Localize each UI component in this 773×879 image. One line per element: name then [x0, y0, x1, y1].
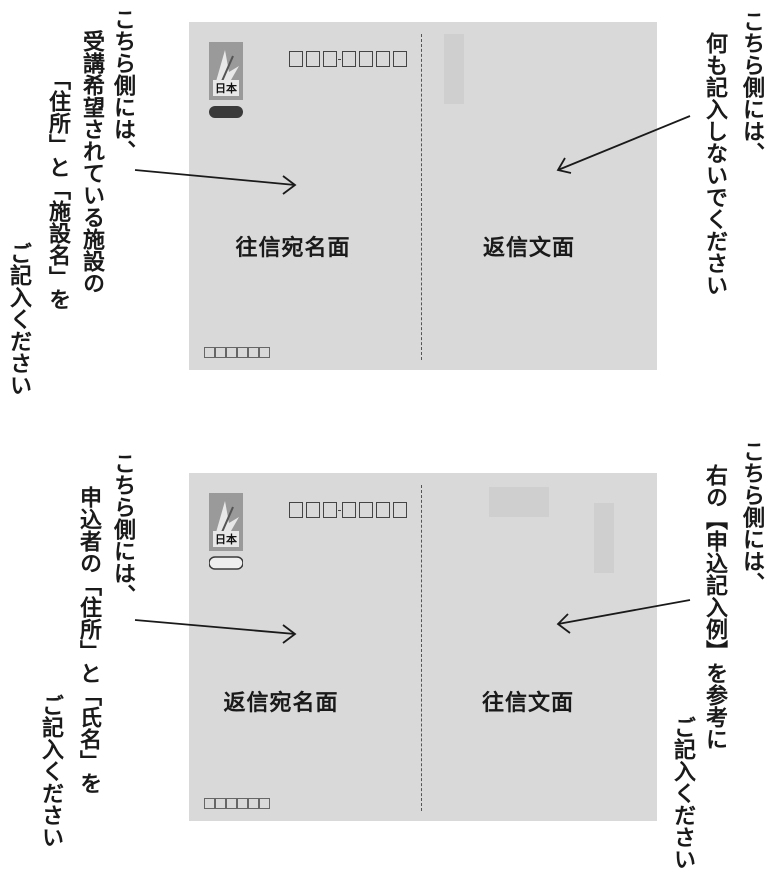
bottom-right-note-line-1: こちら側には、 [739, 440, 765, 594]
top-left-note-line-3: 「住所」と「施設名」を [45, 68, 71, 310]
bottom-left-note-line-3: ご記入ください [38, 694, 64, 848]
stamp-label: 日本 [213, 531, 239, 547]
card-fold-line [421, 485, 422, 811]
arrow-top-left [134, 169, 296, 186]
postcard-outgoing: 日本 往信宛名面 返信文面 [189, 22, 657, 370]
top-left-note-line-4: ご記入ください [6, 242, 32, 396]
bottom-right-face-label: 往信文面 [481, 690, 575, 716]
bottom-right-note-line-3: ご記入ください [670, 716, 696, 870]
stamp-label: 日本 [213, 80, 239, 96]
arrow-bottom-right [557, 599, 691, 625]
top-right-note-line-2: 何も記入しないでください [702, 32, 728, 296]
bottom-left-note-line-1: こちら側には、 [110, 452, 136, 606]
arrow-bottom-left [134, 619, 296, 635]
top-left-face-label: 往信宛名面 [235, 235, 351, 261]
arrow-top-right [557, 115, 691, 171]
sender-code-boxes [204, 798, 274, 809]
top-left-note-line-2: 受講希望されている施設の [79, 30, 105, 294]
postage-stamp-icon: 日本 [209, 42, 243, 120]
postcard-reply: 日本 返信宛名面 往信文面 [189, 473, 657, 821]
sender-code-boxes [204, 347, 274, 358]
bottom-left-face-label: 返信宛名面 [223, 690, 339, 716]
top-left-note-line-1: こちら側には、 [110, 8, 136, 162]
card-fold-line [421, 34, 422, 360]
bottom-right-note-line-2: 右の【申込記入例】を参考に [702, 464, 728, 750]
bottom-left-note-line-2: 申込者の「住所」と「氏名」を [76, 486, 102, 794]
top-right-face-label: 返信文面 [482, 235, 576, 261]
top-right-note-line-1: こちら側には、 [739, 10, 765, 164]
